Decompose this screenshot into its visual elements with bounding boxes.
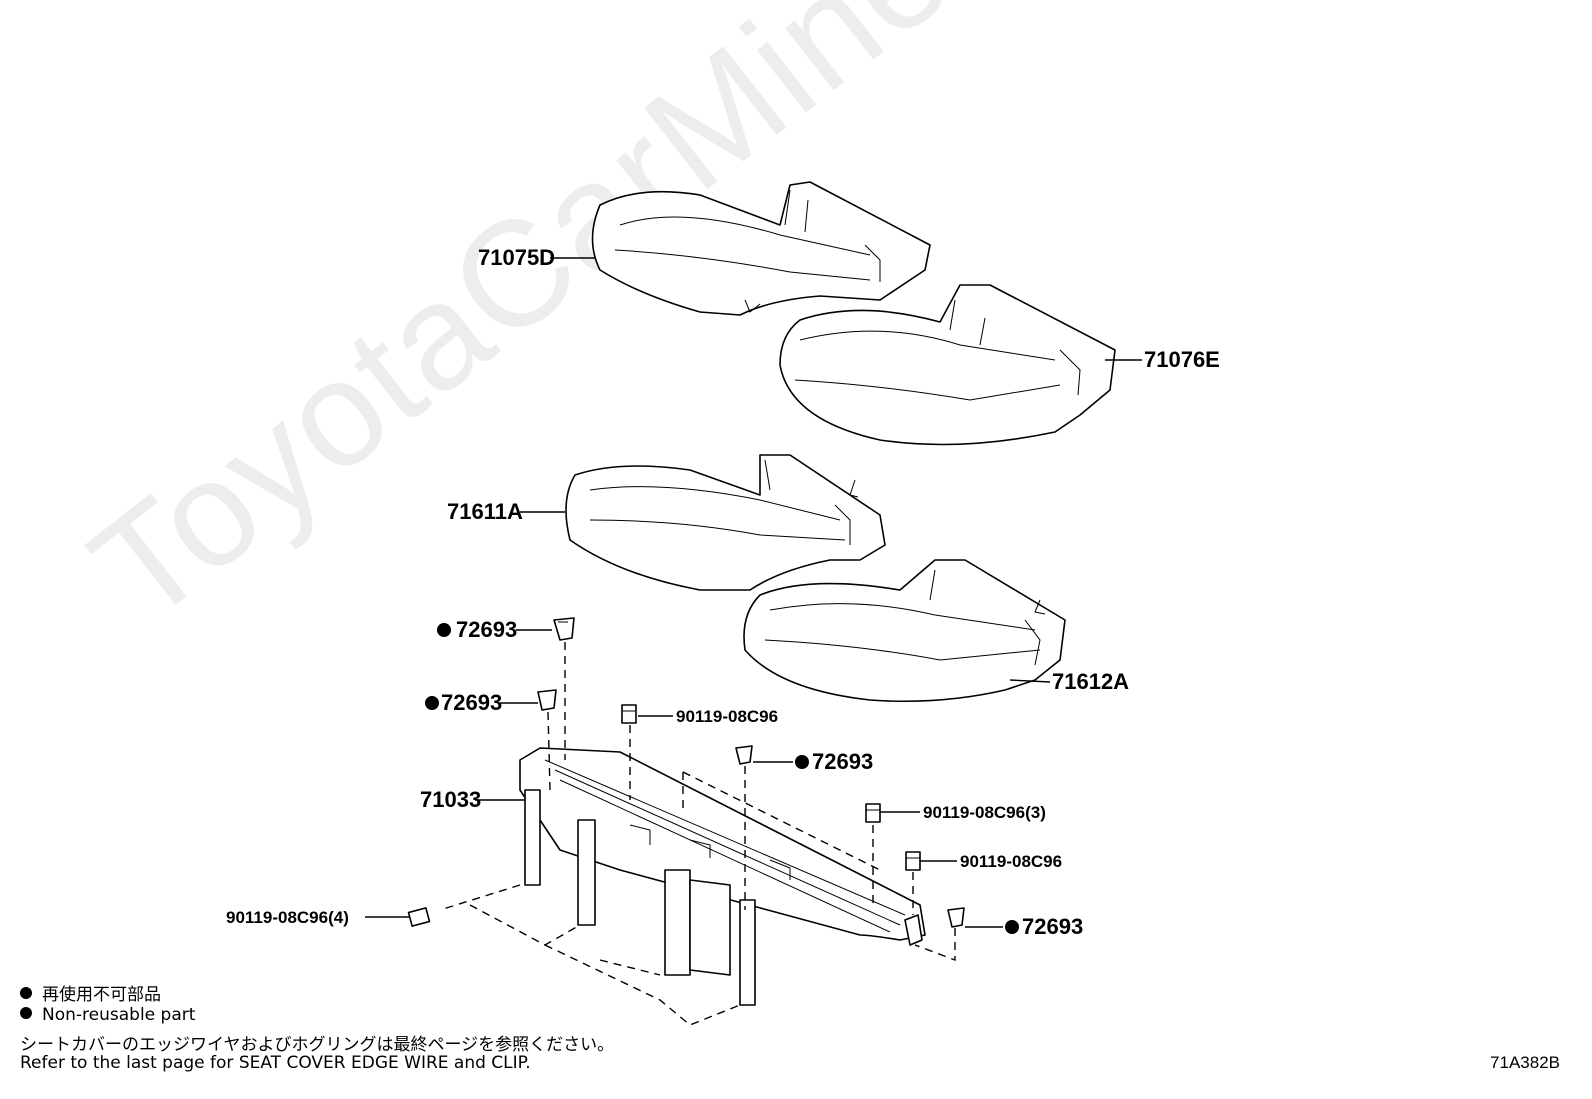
- label-bolt-2: 90119-08C96(3): [923, 803, 1046, 822]
- bolt-icon-2: [865, 803, 881, 823]
- label-clip-2: 72693: [441, 690, 502, 715]
- seat-cover-right: [779, 284, 1116, 446]
- clip-icon-4: [947, 907, 965, 928]
- label-bolt-4: 90119-08C96(4): [226, 908, 349, 927]
- bolt-icon-3: [905, 851, 921, 871]
- note-jp: シートカバーのエッジワイヤおよびホグリングは最終ページを参照ください。: [20, 1035, 615, 1055]
- label-pad-left: 71611A: [447, 499, 523, 524]
- clip-icon-2: [537, 689, 557, 711]
- non-reusable-dot-3: [795, 755, 809, 769]
- seat-pad-left: [565, 454, 886, 591]
- label-clip-4: 72693: [1022, 914, 1083, 939]
- seat-cover-left: [591, 181, 931, 316]
- seat-pad-right: [743, 559, 1066, 703]
- clip-icon-1: [553, 617, 575, 641]
- label-bolt-3: 90119-08C96: [960, 852, 1062, 871]
- bolt-icon-4: [407, 907, 431, 927]
- legend-text-jp: 再使用不可部品: [42, 985, 161, 1005]
- label-clip-3: 72693: [812, 749, 873, 774]
- legend-text-en: Non-reusable part: [42, 1005, 196, 1025]
- label-pad-right: 71612A: [1052, 669, 1129, 694]
- label-cover-left: 71075D: [478, 245, 555, 270]
- illustration-code: 71A382B: [1490, 1053, 1560, 1072]
- bolt-icon-1: [621, 704, 637, 724]
- guide-lines: [439, 642, 956, 1026]
- legend-non-reusable-en: Non-reusable part: [20, 1005, 195, 1025]
- legend-dot-icon: [20, 987, 32, 999]
- label-cover-right: 71076E: [1144, 347, 1220, 372]
- clip-icon-3: [735, 745, 753, 765]
- legend-non-reusable-jp: 再使用不可部品: [20, 980, 161, 1005]
- label-clip-1: 72693: [456, 617, 517, 642]
- non-reusable-dot-1: [437, 623, 451, 637]
- leader-lines: [365, 257, 1142, 928]
- label-frame: 71033: [420, 787, 481, 812]
- label-bolt-1: 90119-08C96: [676, 707, 778, 726]
- legend-dot-icon: [20, 1007, 32, 1019]
- seat-frame: [519, 747, 926, 1006]
- non-reusable-dot-4: [1005, 920, 1019, 934]
- note-en: Refer to the last page for SEAT COVER ED…: [20, 1053, 531, 1073]
- non-reusable-dot-2: [425, 696, 439, 710]
